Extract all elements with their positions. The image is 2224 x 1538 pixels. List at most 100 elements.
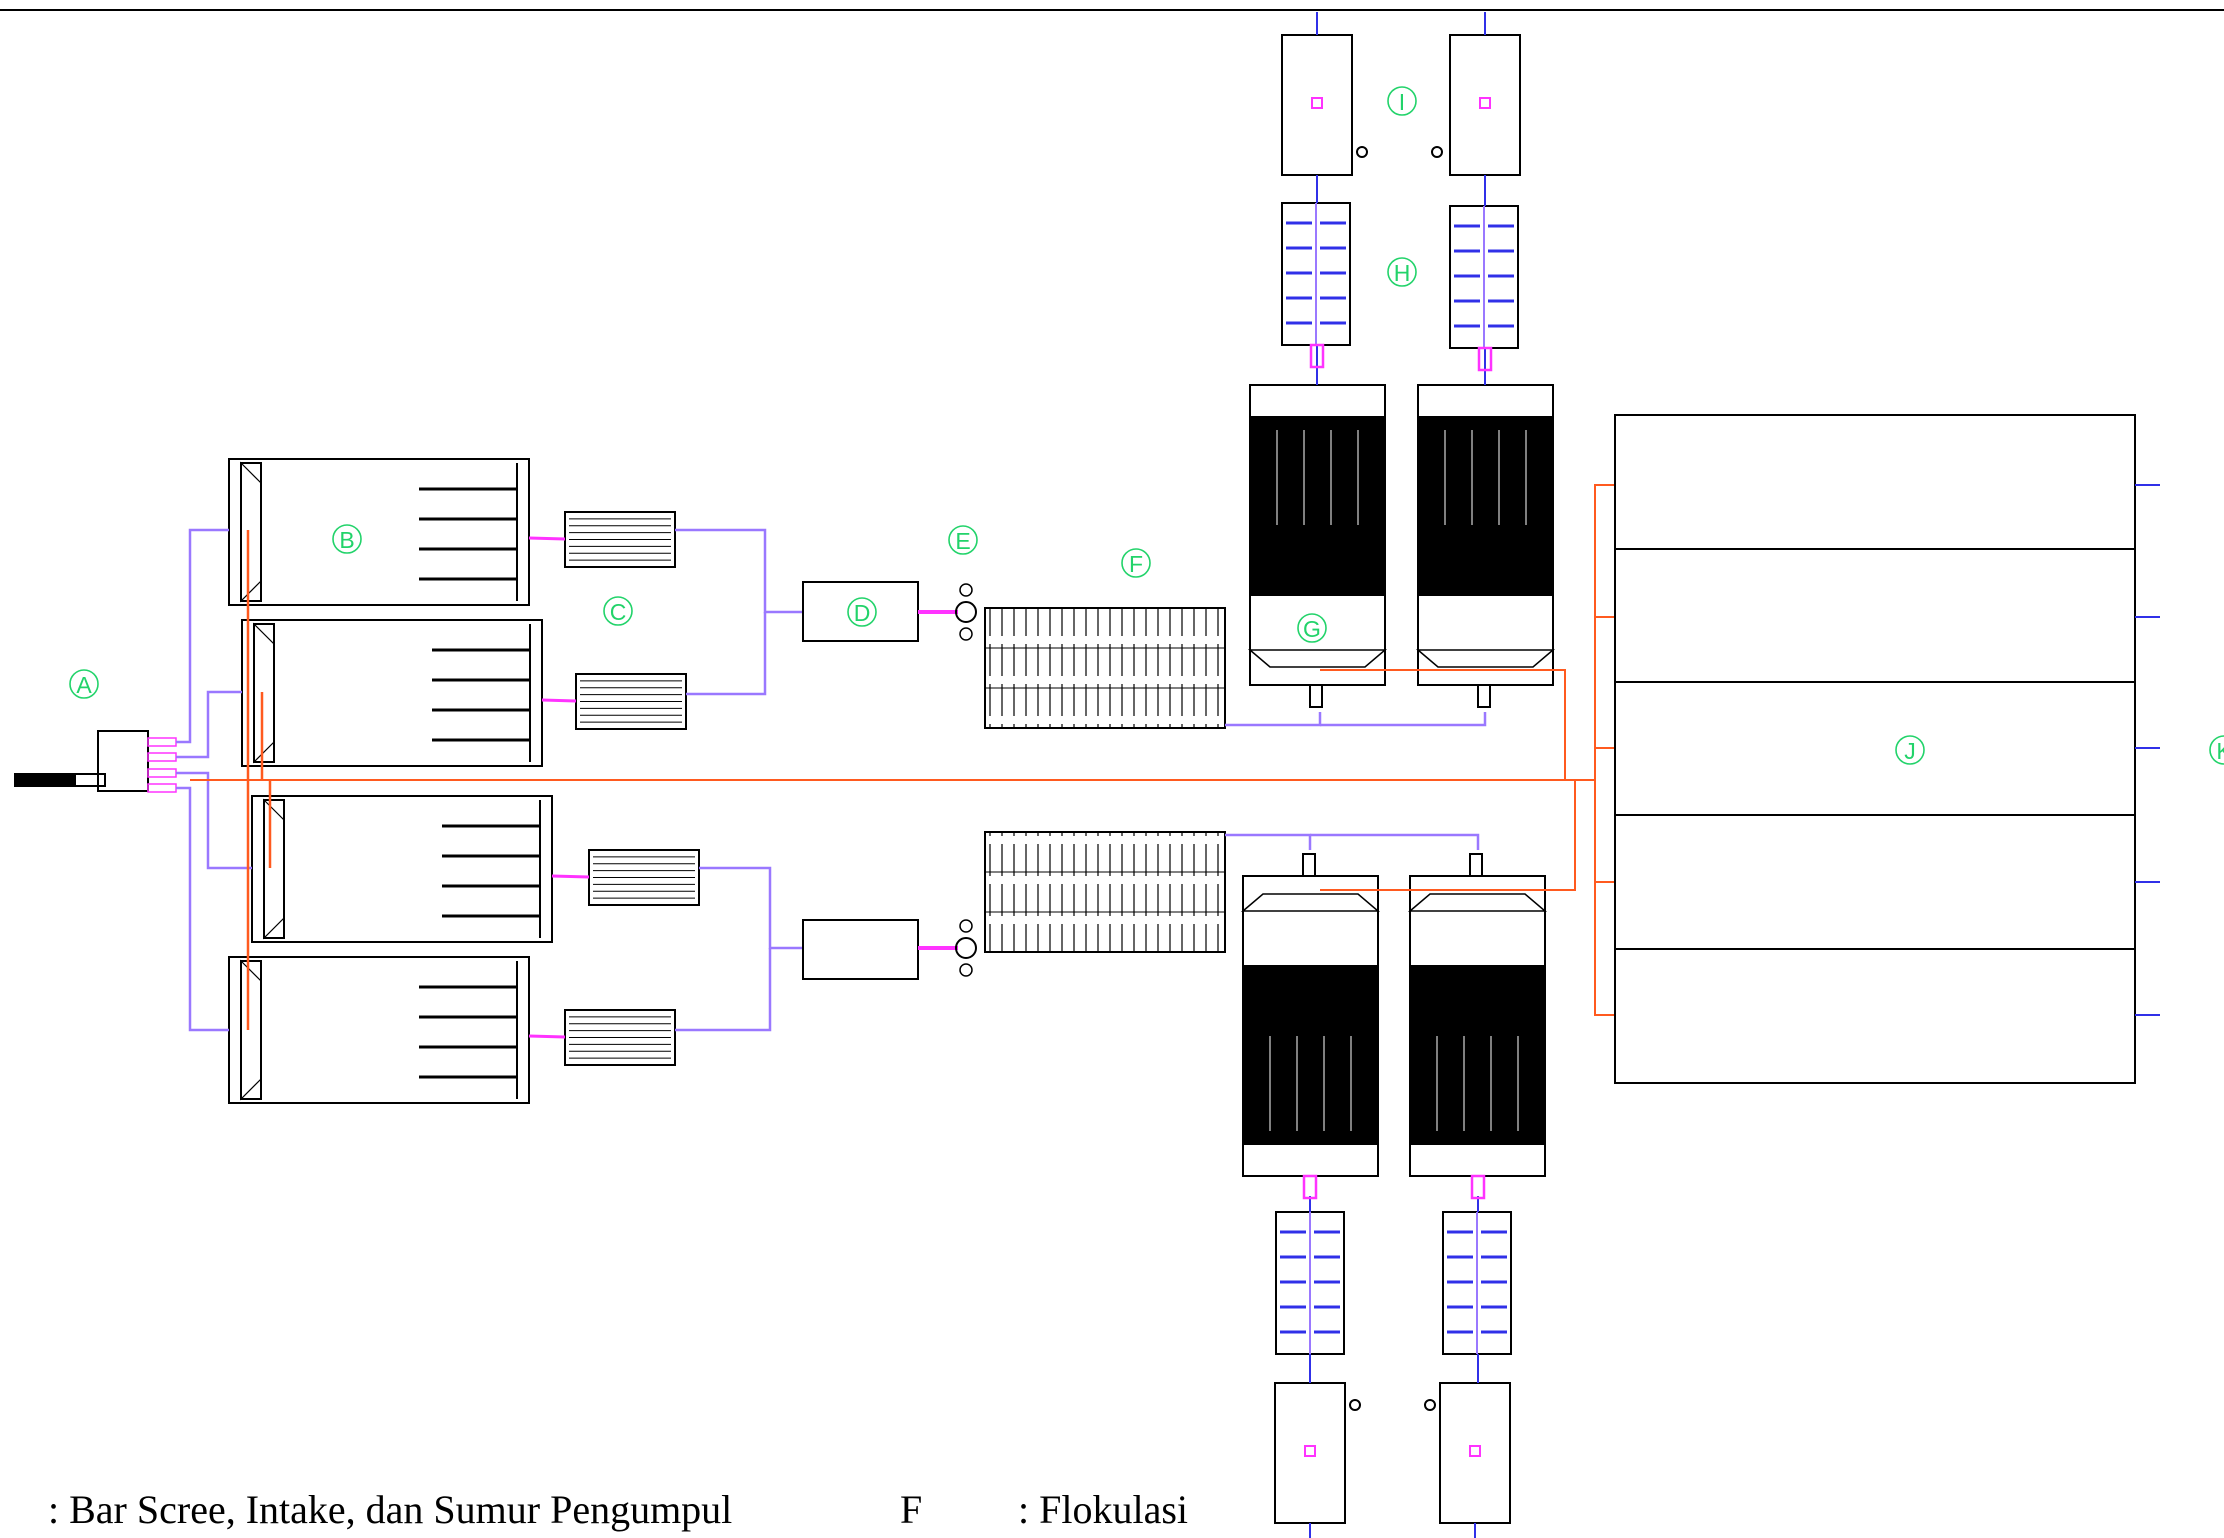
- pipe-B-C-2: [541, 698, 577, 703]
- tank-B-3-inner: [263, 799, 285, 939]
- label-A: A: [76, 672, 92, 698]
- pipe-F2-G3: [1225, 833, 1312, 850]
- tank-B-4-inner: [240, 960, 262, 1100]
- pipe-coupler-2: [1302, 1174, 1318, 1200]
- pipe-F1-G1: [1225, 712, 1322, 727]
- tank-B-4-hopper: [240, 959, 262, 1101]
- tank-B-1: [228, 458, 530, 606]
- pipe-B-C-1: [528, 536, 566, 541]
- pipe-coupler-0: [1309, 343, 1325, 369]
- pipe-C3-D2: [699, 866, 803, 950]
- label-F-marker: F: [1121, 548, 1151, 578]
- label-J: J: [1904, 738, 1916, 764]
- tank-G-2-hopper: [1415, 649, 1556, 668]
- pipe-coupler-3: [1470, 1174, 1486, 1200]
- pipe-C4-D2: [675, 948, 772, 1032]
- label-I-marker: I: [1387, 86, 1417, 116]
- label-A-marker: A: [69, 669, 99, 699]
- pipe-A-B1: [176, 528, 229, 744]
- legend-row1-text-F: : Flokulasi: [1018, 1487, 1189, 1532]
- tank-G-1-outlet: [1309, 684, 1323, 708]
- reservoir-I-4-pump: [1424, 1399, 1436, 1411]
- mixer-E-1: [955, 601, 977, 623]
- pipe-A-B3: [176, 771, 252, 870]
- sludge-to-J-top: [1594, 484, 1615, 780]
- mixer-E-2-b: [959, 963, 973, 977]
- bar-screen: [14, 773, 76, 787]
- label-F: F: [1129, 551, 1143, 577]
- label-I: I: [1399, 89, 1405, 115]
- reservoir-I-4-valve: [1469, 1445, 1481, 1457]
- sump-outlet-0: [147, 737, 177, 747]
- tank-G-2-outlet: [1477, 684, 1491, 708]
- label-B-marker: B: [332, 524, 362, 554]
- label-C-marker: C: [603, 596, 633, 626]
- pipe-coupler-1: [1477, 346, 1493, 372]
- sludge-G1-G2: [1320, 669, 1566, 780]
- mixer-E-2-a: [959, 919, 973, 933]
- legend-row1-text: : Bar Scree, Intake, dan Sumur Pengumpul: [48, 1487, 733, 1532]
- tank-B-2: [241, 619, 543, 767]
- label-D-marker: D: [847, 597, 877, 627]
- sludge-to-J-bot: [1594, 780, 1615, 1016]
- label-K: K: [2216, 738, 2224, 764]
- reservoir-I-3-valve: [1304, 1445, 1316, 1457]
- tank-G-4-inlet: [1469, 853, 1483, 877]
- sump-outlet-3: [147, 783, 177, 793]
- reservoir-I-1-pump: [1356, 146, 1368, 158]
- tank-G-3-hopper: [1240, 893, 1381, 912]
- tank-B-3-hopper: [263, 798, 285, 940]
- mixer-E-1-b: [959, 627, 973, 641]
- filter-C-3: [588, 849, 700, 906]
- reservoir-I-1: [1281, 34, 1353, 176]
- reservoir-I-1-valve: [1311, 97, 1323, 109]
- label-G: G: [1303, 616, 1321, 642]
- label-J-marker: J: [1895, 735, 1925, 765]
- label-B: B: [339, 527, 354, 553]
- floc-F-2-baffles: [985, 832, 1225, 952]
- label-E-marker: E: [948, 525, 978, 555]
- reservoir-I-3: [1274, 1382, 1346, 1524]
- reservoir-I-3-pump: [1349, 1399, 1361, 1411]
- pipe-B-C-3: [551, 874, 590, 879]
- intake-channel: [74, 773, 106, 787]
- label-K-marker: K: [2209, 735, 2224, 765]
- label-H-marker: H: [1387, 257, 1417, 287]
- sludge-G3-G4: [1320, 780, 1576, 891]
- tank-B-3: [251, 795, 553, 943]
- legend-row1-key-F: F: [900, 1487, 923, 1532]
- reservoir-I-2-valve: [1479, 97, 1491, 109]
- pipe-A-B2: [176, 690, 242, 759]
- floc-F-1-baffles: [985, 608, 1225, 728]
- tank-B-4: [228, 956, 530, 1104]
- sludge-drying-J: [1614, 414, 2136, 1084]
- tank-D-2: [802, 919, 919, 980]
- pipe-F1-G2: [1320, 712, 1487, 727]
- tank-G-3-inlet: [1302, 853, 1316, 877]
- tank-G-2-settler: [1417, 416, 1554, 596]
- reservoir-I-2-pump: [1431, 146, 1443, 158]
- reservoir-I-2: [1449, 34, 1521, 176]
- tank-B-1-inner: [240, 462, 262, 602]
- tank-G-4-hopper: [1407, 893, 1548, 912]
- filter-C-2: [575, 673, 687, 730]
- pipe-B-C-4: [528, 1034, 566, 1039]
- label-H: H: [1394, 260, 1411, 286]
- pipe-A-B4: [176, 786, 229, 1032]
- filter-C-1: [564, 511, 676, 568]
- tank-G-1-hopper: [1247, 649, 1388, 668]
- label-C: C: [610, 599, 627, 625]
- tank-G-1-settler: [1249, 416, 1386, 596]
- label-E: E: [955, 528, 970, 554]
- tank-G-3-settler: [1242, 965, 1379, 1145]
- pipe-F2-G4: [1310, 833, 1480, 850]
- sump-outlet-2: [147, 768, 177, 778]
- label-D: D: [854, 600, 871, 626]
- mixer-E-1-a: [959, 583, 973, 597]
- label-G-marker: G: [1297, 613, 1327, 643]
- tank-G-4-settler: [1409, 965, 1546, 1145]
- pipe-C2-D1: [686, 612, 767, 696]
- pipe-C1-D1: [675, 528, 803, 614]
- sump-outlet-1: [147, 752, 177, 762]
